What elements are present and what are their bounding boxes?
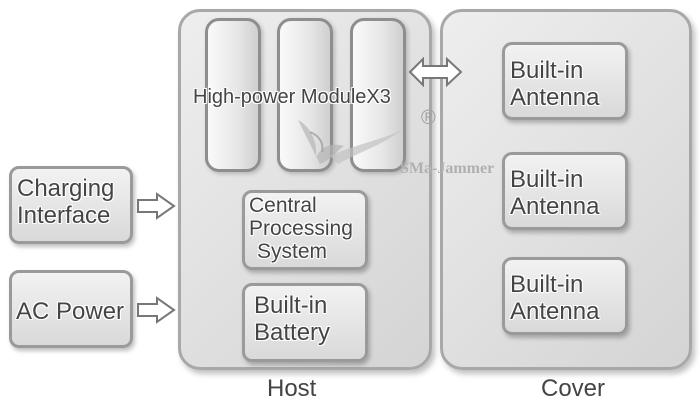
watermark-logo (298, 120, 402, 164)
antenna-label-2: Built-in Antenna (510, 166, 626, 220)
charging-label: Charging Interface (17, 175, 133, 229)
cpu-label-line-1: Central (249, 194, 317, 217)
battery-label-line-1: Built-in (254, 292, 328, 319)
watermark-text: SMa-Jammer (400, 160, 495, 177)
battery-label-line-2: Battery (254, 319, 331, 346)
host-title: Host (267, 375, 317, 402)
antenna-label-2-line-1: Built-in (510, 166, 584, 193)
cpu-label-line-2: Processing (249, 217, 353, 240)
battery-label: Built-in Battery (254, 292, 364, 346)
ac-power-arrow-icon (137, 296, 176, 324)
cover-title: Cover (541, 375, 606, 402)
module-slot-1 (205, 18, 261, 172)
charging-interface-box (9, 166, 133, 244)
cpu-label: Central Processing System (249, 194, 369, 263)
cpu-box (242, 190, 368, 270)
antenna-box-3 (502, 257, 628, 335)
antenna-label-3-line-1: Built-in (510, 271, 584, 298)
antenna-label-1-line-2: Antenna (510, 84, 600, 111)
charging-label-line-2: Interface (17, 202, 111, 229)
ac-power-label: AC Power (16, 298, 125, 325)
watermark-registered: ® (421, 107, 436, 129)
antenna-label-2-line-2: Antenna (510, 193, 600, 220)
charging-label-line-1: Charging (17, 175, 115, 202)
antenna-label-1: Built-in Antenna (510, 57, 626, 111)
antenna-box-2 (502, 152, 628, 230)
module-slot-2 (277, 18, 333, 172)
battery-box (242, 283, 368, 362)
cpu-label-line-3: System (257, 240, 328, 263)
double-arrow-icon (408, 56, 463, 88)
antenna-label-3: Built-in Antenna (510, 271, 626, 325)
module-label: High-power ModuleX3 (193, 86, 391, 108)
ac-power-box (9, 270, 133, 348)
antenna-box-1 (502, 42, 628, 120)
antenna-label-1-line-1: Built-in (510, 57, 584, 84)
charging-arrow-icon (137, 192, 176, 220)
antenna-label-3-line-2: Antenna (510, 298, 600, 325)
